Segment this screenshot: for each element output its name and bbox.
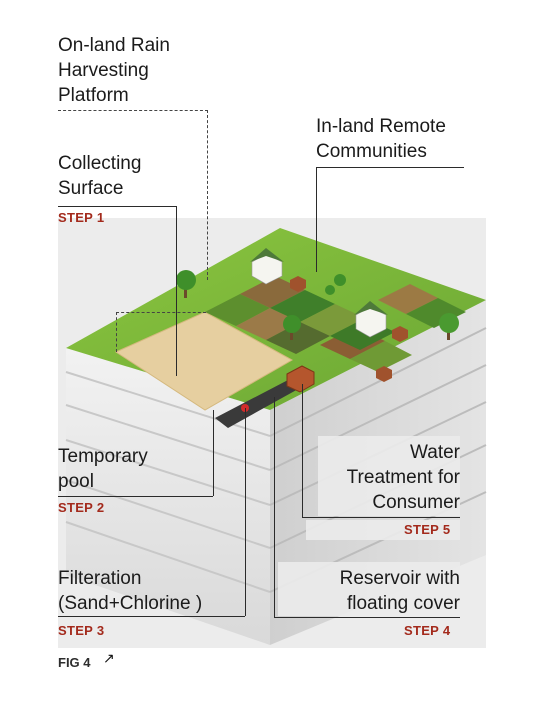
temporary-label: Temporary pool bbox=[58, 444, 148, 494]
platform-leader-h bbox=[58, 110, 208, 112]
filteration-label-line1: Filteration bbox=[58, 568, 142, 589]
farmhouse-1 bbox=[250, 248, 284, 285]
reservoir-label-line2: floating cover bbox=[346, 593, 460, 614]
temporary-leader-h bbox=[58, 496, 213, 497]
reservoir-label-backdrop bbox=[278, 562, 460, 616]
treatment-leader-v bbox=[302, 384, 303, 517]
treatment-label-line3: Consumer bbox=[372, 492, 460, 513]
farmhouse-2 bbox=[354, 301, 388, 338]
filteration-leader-h bbox=[58, 616, 245, 617]
filteration-label-line2: (Sand+Chlorine ) bbox=[58, 593, 203, 614]
temporary-label-line2: pool bbox=[58, 471, 94, 492]
platform-label: On-land Rain Harvesting Platform bbox=[58, 33, 170, 108]
step4-label: STEP 4 bbox=[404, 623, 451, 638]
collecting-leader-v bbox=[176, 206, 177, 376]
step5-backdrop bbox=[306, 520, 460, 540]
platform-label-line2: Harvesting bbox=[58, 60, 149, 81]
reservoir-leader-h bbox=[274, 617, 460, 618]
arrow-up-right-icon: ↗ bbox=[103, 650, 115, 666]
barns bbox=[290, 276, 408, 382]
reservoir-label: Reservoir with floating cover bbox=[280, 566, 460, 616]
reservoir-leader-v bbox=[274, 397, 275, 617]
trees bbox=[176, 270, 459, 340]
step2-label: STEP 2 bbox=[58, 500, 105, 515]
farm-fields bbox=[205, 276, 466, 372]
platform-leader-v bbox=[207, 110, 209, 280]
temporary-label-line1: Temporary bbox=[58, 446, 148, 467]
filteration-label: Filteration (Sand+Chlorine ) bbox=[58, 566, 202, 616]
collecting-leader-h bbox=[58, 206, 176, 207]
communities-leader-v bbox=[316, 167, 317, 272]
treatment-label-line1: Water bbox=[410, 442, 460, 463]
platform-label-line3: Platform bbox=[58, 85, 129, 106]
step5-label: STEP 5 bbox=[404, 522, 451, 537]
treatment-label-line2: Treatment for bbox=[346, 467, 460, 488]
step3-label: STEP 3 bbox=[58, 623, 105, 638]
collecting-label: Collecting Surface bbox=[58, 151, 141, 201]
treatment-leader-h bbox=[302, 517, 460, 518]
communities-label-line1: In-land Remote bbox=[316, 116, 446, 137]
platform-surface-leader-h bbox=[116, 312, 206, 314]
collecting-label-line2: Surface bbox=[58, 178, 124, 199]
collecting-label-line1: Collecting bbox=[58, 153, 142, 174]
collecting-surface-shape bbox=[114, 311, 294, 411]
communities-label-line2: Communities bbox=[316, 141, 427, 162]
channel-shape bbox=[215, 380, 300, 428]
temporary-leader-v bbox=[213, 410, 214, 496]
platform-surface-leader-v bbox=[116, 312, 118, 352]
filteration-leader-v bbox=[245, 408, 246, 616]
step1-label: STEP 1 bbox=[58, 210, 105, 225]
communities-leader-h bbox=[316, 167, 464, 168]
communities-label: In-land Remote Communities bbox=[316, 114, 446, 164]
platform-label-line1: On-land Rain bbox=[58, 35, 170, 56]
reservoir-label-line1: Reservoir with bbox=[339, 568, 460, 589]
treatment-label: Water Treatment for Consumer bbox=[300, 440, 460, 515]
soil-strata-left bbox=[65, 371, 271, 593]
treatment-label-backdrop bbox=[318, 436, 460, 516]
treatment-box bbox=[286, 365, 315, 393]
figure-caption: FIG 4 bbox=[58, 655, 91, 670]
